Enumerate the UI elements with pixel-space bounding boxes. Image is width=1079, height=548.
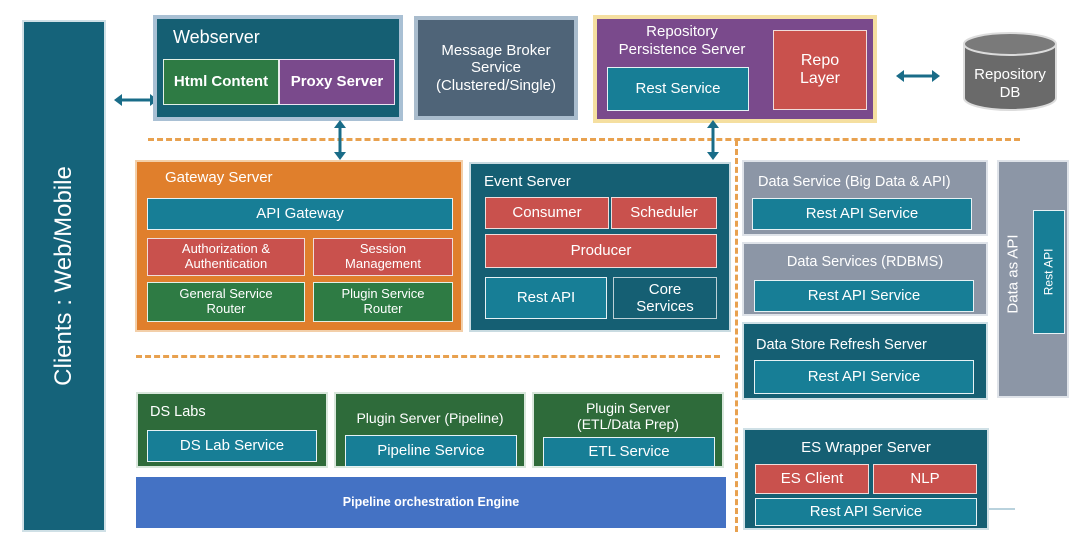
repo-persistence-line1: Repository bbox=[646, 23, 718, 40]
repo-layer-line1: Repo bbox=[800, 51, 840, 69]
clients-webserver-arrow bbox=[114, 94, 158, 106]
plugin-etl-title: Plugin Server (ETL/Data Prep) bbox=[534, 400, 722, 432]
data-services-rdbms-title: Data Services (RDBMS) bbox=[786, 254, 944, 270]
es-wrapper-connector-line bbox=[989, 508, 1015, 510]
psr-line2: Router bbox=[363, 301, 403, 316]
plugin-pipeline-title: Plugin Server (Pipeline) bbox=[356, 410, 504, 426]
message-broker-line1: Message Broker bbox=[441, 42, 551, 60]
pipeline-service-box: Pipeline Service bbox=[345, 435, 517, 467]
data-services-rdbms-box: Data Services (RDBMS) Rest API Service bbox=[742, 242, 988, 316]
core-line2: Services bbox=[636, 298, 694, 315]
clients-label: Clients : Web/Mobile bbox=[50, 166, 77, 386]
repo-persistence-box: Repository Persistence Server Rest Servi… bbox=[593, 15, 877, 123]
vertical-dashed-separator bbox=[735, 140, 738, 532]
es-client-box: ES Client bbox=[755, 464, 869, 494]
webserver-box: Webserver Html Content Proxy Server bbox=[153, 15, 403, 121]
data-service-big-box: Data Service (Big Data & API) Rest API S… bbox=[742, 160, 988, 236]
message-broker-line2: Service bbox=[470, 59, 522, 77]
es-wrapper-title: ES Wrapper Server bbox=[801, 439, 931, 456]
repo-layer-line2: Layer bbox=[799, 70, 841, 87]
repo-rest-service-box: Rest Service bbox=[607, 67, 749, 111]
nlp-box: NLP bbox=[873, 464, 977, 494]
event-server-box: Event Server Consumer Scheduler Producer… bbox=[469, 162, 731, 332]
data-store-refresh-box: Data Store Refresh Server Rest API Servi… bbox=[742, 322, 988, 400]
session-line1: Session bbox=[359, 241, 407, 257]
pipeline-engine-bar: Pipeline orchestration Engine bbox=[136, 477, 726, 528]
psr-line1: Plugin Service bbox=[341, 286, 425, 302]
authorization-line2: Authentication bbox=[184, 256, 268, 271]
gsr-line2: Router bbox=[206, 301, 246, 316]
repository-db-line2: DB bbox=[999, 84, 1021, 101]
gateway-server-box: Gateway Server API Gateway Authorization… bbox=[135, 160, 463, 332]
ds-labs-title: DS Labs bbox=[150, 404, 206, 420]
event-server-title: Event Server bbox=[484, 173, 571, 190]
plugin-etl-line2: (ETL/Data Prep) bbox=[577, 416, 679, 433]
session-management-box: Session Management bbox=[313, 238, 453, 276]
proxy-server-box: Proxy Server bbox=[279, 59, 395, 105]
data-store-refresh-rest-box: Rest API Service bbox=[754, 360, 974, 394]
middle-dashed-separator bbox=[136, 355, 720, 358]
top-dashed-separator bbox=[148, 138, 1020, 141]
repository-db-label: Repository DB bbox=[962, 66, 1058, 102]
data-services-rdbms-rest-box: Rest API Service bbox=[754, 280, 974, 312]
message-broker-line3: (Clustered/Single) bbox=[435, 76, 557, 94]
consumer-box: Consumer bbox=[485, 197, 609, 229]
core-services-box: Core Services bbox=[613, 277, 717, 319]
data-as-api-rest-box: Rest API bbox=[1033, 210, 1065, 334]
html-content-box: Html Content bbox=[163, 59, 279, 105]
message-broker-box: Message Broker Service (Clustered/Single… bbox=[414, 16, 578, 120]
data-as-api-box: Data as API Rest API bbox=[997, 160, 1069, 398]
plugin-service-router-box: Plugin Service Router bbox=[313, 282, 453, 322]
es-rest-api-service-box: Rest API Service bbox=[755, 498, 977, 526]
gateway-server-title: Gateway Server bbox=[165, 169, 273, 186]
core-line1: Core bbox=[648, 280, 682, 298]
plugin-etl-line1: Plugin Server bbox=[585, 400, 671, 416]
etl-service-box: ETL Service bbox=[543, 437, 715, 467]
repo-event-arrow bbox=[707, 120, 719, 160]
session-line2: Management bbox=[345, 256, 421, 271]
data-service-big-title: Data Service (Big Data & API) bbox=[758, 174, 951, 190]
repository-db-line1: Repository bbox=[974, 66, 1046, 83]
general-service-router-box: General Service Router bbox=[147, 282, 305, 322]
api-gateway-box: API Gateway bbox=[147, 198, 453, 230]
data-as-api-rest-label: Rest API bbox=[1041, 248, 1056, 296]
webserver-title: Webserver bbox=[173, 27, 260, 47]
plugin-pipeline-box: Plugin Server (Pipeline) Pipeline Servic… bbox=[334, 392, 526, 468]
authorization-line1: Authorization & bbox=[181, 241, 271, 257]
data-as-api-label: Data as API bbox=[1004, 234, 1022, 314]
authorization-box: Authorization & Authentication bbox=[147, 238, 305, 276]
repo-persistence-line2: Persistence Server bbox=[618, 41, 746, 58]
producer-box: Producer bbox=[485, 234, 717, 268]
plugin-etl-box: Plugin Server (ETL/Data Prep) ETL Servic… bbox=[532, 392, 724, 468]
repository-db-icon bbox=[963, 32, 1057, 111]
ds-labs-box: DS Labs DS Lab Service bbox=[136, 392, 328, 468]
event-rest-api-box: Rest API bbox=[485, 277, 607, 319]
data-store-refresh-title: Data Store Refresh Server bbox=[756, 337, 927, 353]
es-wrapper-box: ES Wrapper Server ES Client NLP Rest API… bbox=[743, 428, 989, 530]
webserver-gateway-arrow bbox=[334, 120, 346, 160]
repo-layer-box: Repo Layer bbox=[773, 30, 867, 110]
gsr-line1: General Service bbox=[179, 286, 273, 302]
clients-panel: Clients : Web/Mobile bbox=[22, 20, 106, 532]
ds-lab-service-box: DS Lab Service bbox=[147, 430, 317, 462]
data-service-big-rest-box: Rest API Service bbox=[752, 198, 972, 230]
repo-persistence-title: Repository Persistence Server bbox=[597, 23, 767, 59]
scheduler-box: Scheduler bbox=[611, 197, 717, 229]
repo-db-arrow bbox=[896, 70, 940, 82]
